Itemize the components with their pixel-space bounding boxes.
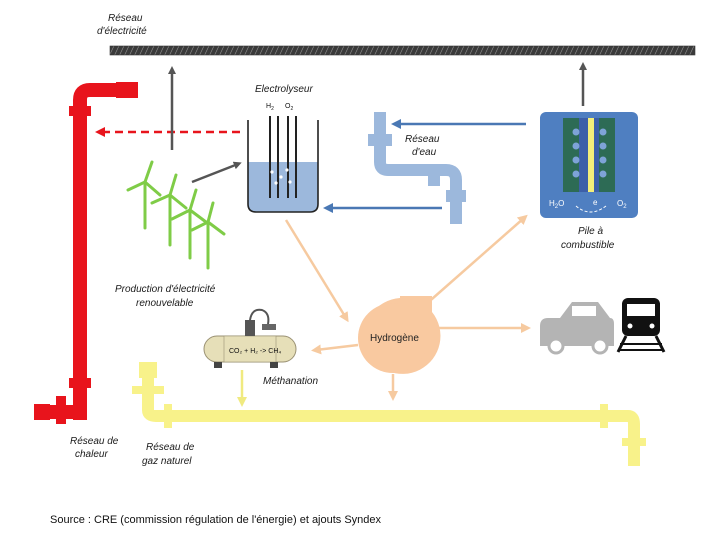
methanation-label: Méthanation — [263, 376, 318, 387]
fuel-cell-icon: H2O e O2 — [540, 112, 638, 218]
electrolyser-icon: H2 O2 — [247, 103, 319, 213]
hydrogen-to-methanation-arrow — [311, 343, 359, 355]
train-icon — [616, 298, 666, 353]
electrolyser-label: Electrolyseur — [255, 84, 313, 95]
grid-label-2: d'électricité — [97, 26, 147, 37]
source-caption: Source : CRE (commission régulation de l… — [50, 514, 382, 526]
heat-label-1: Réseau de — [70, 436, 119, 447]
electrolyser-to-hydrogen-arrow — [284, 219, 349, 323]
heat-label-2: chaleur — [75, 449, 108, 460]
svg-text:O2: O2 — [617, 199, 627, 210]
svg-text:H2O: H2O — [549, 199, 564, 210]
production-to-electrolyser-arrow — [191, 161, 242, 184]
fuelcell-label-1: Pile à — [578, 226, 603, 237]
wind-turbines-icon — [126, 160, 226, 270]
production-label-2: renouvelable — [136, 298, 194, 309]
gas-network-pipe — [132, 362, 646, 466]
svg-text:H2: H2 — [266, 103, 274, 112]
production-label-1: Production d'électricité — [115, 284, 216, 295]
hydrogen-to-fuelcell-arrow — [423, 214, 528, 307]
hydrogen-tank-icon — [358, 296, 441, 374]
electricity-grid — [109, 45, 696, 56]
water-label-1: Réseau — [405, 134, 440, 145]
svg-text:O2: O2 — [285, 103, 293, 112]
water-label-2: d'eau — [412, 147, 437, 158]
hydrogen-label: Hydrogène — [370, 333, 419, 344]
water-network-pipe — [368, 112, 466, 224]
grid-label-1: Réseau — [108, 13, 143, 24]
gas-label-2: gaz naturel — [142, 456, 192, 467]
car-icon — [540, 302, 614, 355]
svg-text:e: e — [593, 198, 598, 207]
methanation-reactor-icon: CO₂ + H₂ -> CH₄ — [203, 308, 297, 368]
fuelcell-label-2: combustible — [561, 240, 615, 251]
gas-label-1: Réseau de — [146, 442, 195, 453]
svg-text:CO₂ + H₂ -> CH₄: CO₂ + H₂ -> CH₄ — [229, 348, 281, 355]
heat-network-pipe — [34, 82, 138, 424]
